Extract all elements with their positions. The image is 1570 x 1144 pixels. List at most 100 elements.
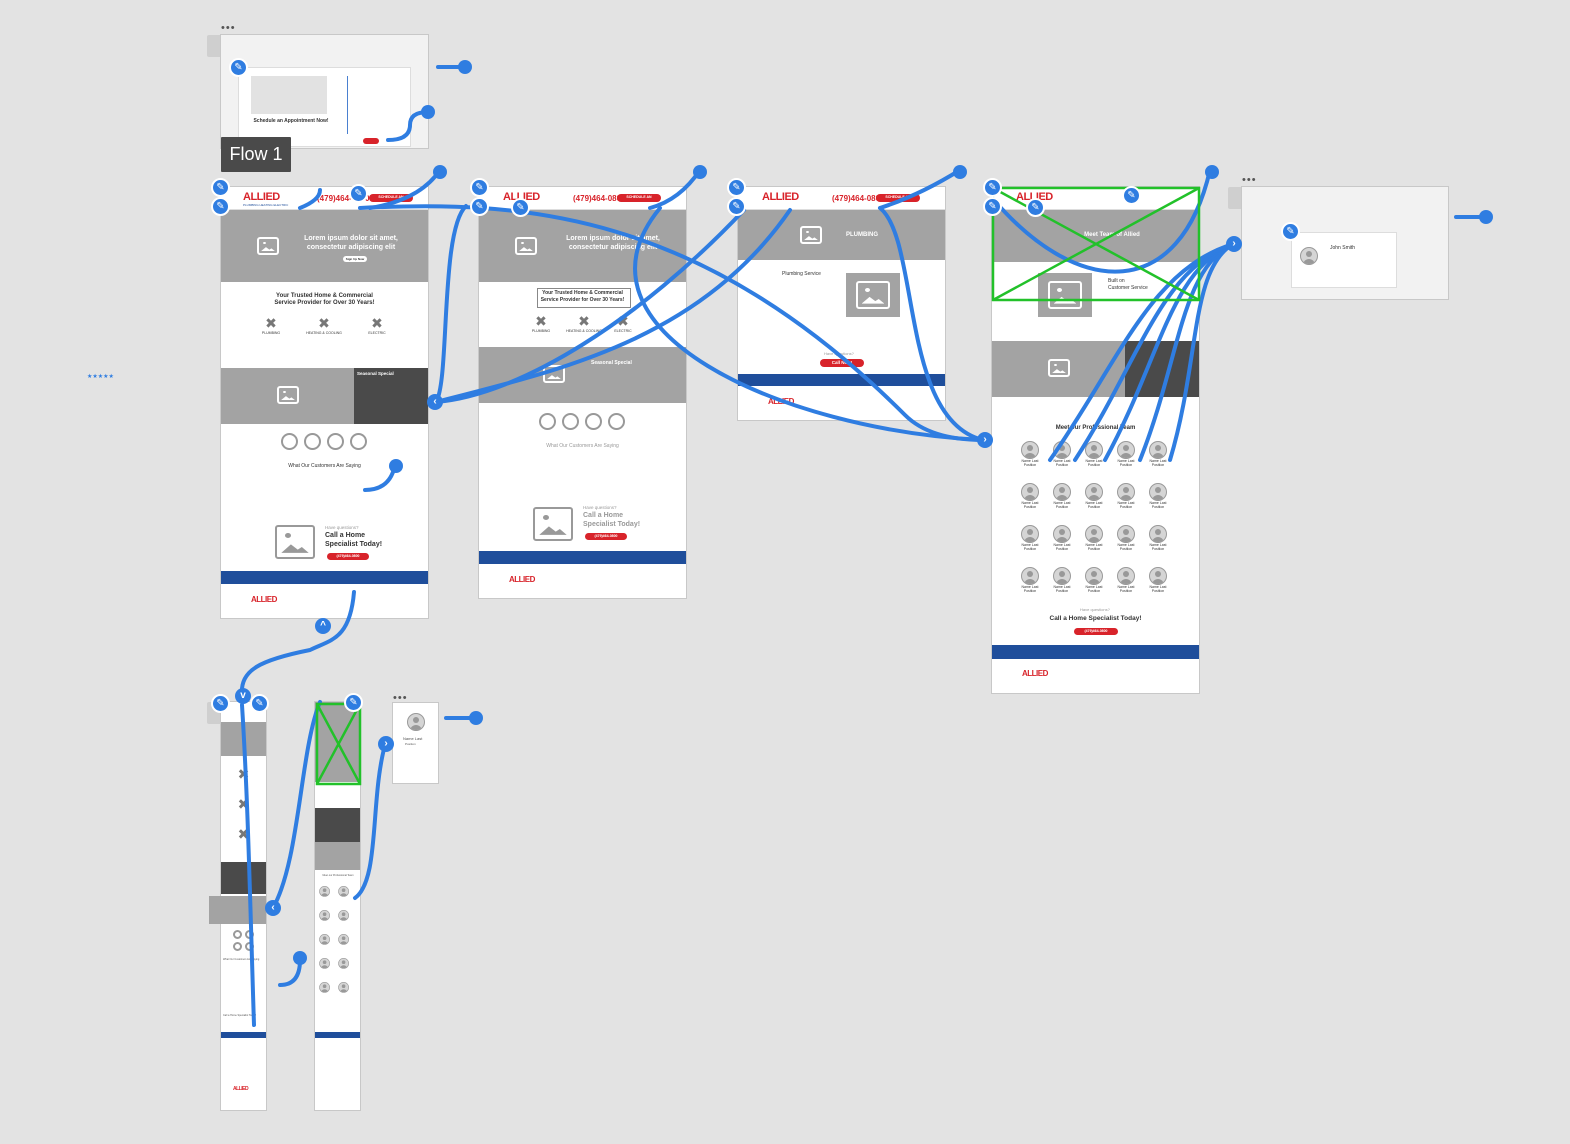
site-logo[interactable]: ALLIED [503,191,540,203]
team-member[interactable] [337,934,350,945]
footer-logo[interactable]: ALLIED [509,575,535,584]
link-arrow-right[interactable]: › [977,432,993,448]
artboard-menu-dots[interactable]: ••• [393,692,408,704]
footer-logo[interactable]: ALLIED [233,1086,249,1092]
carousel-dot[interactable] [233,942,242,951]
artboard-about-mobile[interactable]: Meet our Professional Team [315,702,360,1110]
artboard-home-variant[interactable]: ALLIED (479)464-0800 SCHEDULE AN APPOINT… [479,187,686,598]
team-member[interactable] [337,910,350,921]
schedule-button[interactable]: SCHEDULE AN APPOINTMENT [369,194,413,206]
call-now-button[interactable]: Call Now! [820,359,864,367]
artboard-home-mobile[interactable]: ✖ ✖ ✖ What Our Customers Are Saying Call… [209,702,266,1110]
carousel-dot[interactable] [245,930,254,939]
pin-icon[interactable]: ✎ [211,694,230,713]
pin-icon[interactable]: ✎ [344,693,363,712]
carousel-dot[interactable] [608,413,625,430]
hero-signup-button[interactable]: Sign Up Now [343,256,367,262]
pin-icon[interactable]: ✎ [727,197,746,216]
cta-phone-button[interactable]: (479)464-0800 [327,553,369,560]
team-member[interactable] [318,910,331,921]
pin-icon[interactable]: ✎ [470,197,489,216]
carousel-dot[interactable] [350,433,367,450]
header-phone[interactable]: (479)464-0800 [573,194,626,203]
pin-icon[interactable]: ✎ [229,58,248,77]
pin-icon[interactable]: ✎ [1026,198,1045,217]
cta-phone-button[interactable]: (479)464-0800 [585,533,627,540]
carousel-dot[interactable] [585,413,602,430]
pin-icon[interactable]: ✎ [470,178,489,197]
carousel-dot[interactable] [281,433,298,450]
pin-icon[interactable]: ✎ [1122,186,1141,205]
service-plumbing[interactable]: ✖PLUMBING [249,315,293,335]
service-heating[interactable]: ✖HEATING & COOLING [302,315,346,335]
pin-icon[interactable]: ✎ [250,694,269,713]
service-plumbing[interactable]: ✖PLUMBING [521,313,561,333]
link-arrow-up[interactable]: ^ [315,618,331,634]
link-arrow-right[interactable]: › [1226,236,1242,252]
artboard-about-team[interactable]: ALLIED Meet Team of Allied Built on Cust… [992,187,1199,693]
pin-icon[interactable]: ✎ [1281,222,1300,241]
cta-phone-button[interactable]: (479)464-0800 [1074,628,1118,635]
pin-icon[interactable]: ✎ [211,197,230,216]
service-electric[interactable]: ✖ELECTRIC [355,315,399,335]
carousel-dot[interactable] [562,413,579,430]
carousel-dot[interactable] [233,930,242,939]
popup-submit-button[interactable] [363,138,379,144]
link-arrow-down[interactable]: v [235,688,251,704]
carousel-dot[interactable] [304,433,321,450]
pin-icon[interactable]: ✎ [349,184,368,203]
header-phone[interactable]: (479)464-0800 [832,194,885,203]
carousel-dot[interactable] [245,942,254,951]
carousel-dot[interactable] [539,413,556,430]
schedule-button[interactable]: SCHEDULE AN APPOINTMENT [617,194,661,206]
artboard-menu-dots[interactable]: ••• [1242,174,1257,186]
artboard-popup-schedule[interactable]: Schedule an Appointment Now! [221,35,428,148]
link-arrow-right[interactable]: › [378,736,394,752]
link-arrow-left[interactable]: ‹ [265,900,281,916]
team-member[interactable] [318,982,331,993]
footer-logo[interactable]: ALLIED [768,397,794,406]
pin-icon[interactable]: ✎ [211,178,230,197]
flow-label[interactable]: Flow 1 [221,137,291,172]
team-member[interactable] [337,958,350,969]
artboard-menu-dots[interactable]: ••• [221,22,236,34]
artboard-bio-modal[interactable]: John Smith [1242,187,1448,299]
team-member[interactable] [337,886,350,897]
pin-icon[interactable]: ✎ [511,198,530,217]
team-member[interactable] [337,982,350,993]
artboard-plumbing[interactable]: ALLIED (479)464-0800 SCHEDULE AN APPOINT… [738,187,945,420]
header-phone[interactable]: (479)464-0800 [317,194,370,203]
footer-logo[interactable]: ALLIED [1022,669,1048,678]
link-arrow-left[interactable]: ‹ [427,394,443,410]
team-member[interactable] [318,958,331,969]
team-member[interactable] [318,934,331,945]
artboard-bio-mobile[interactable]: Name Last Position [393,703,438,783]
team-member[interactable] [318,886,331,897]
pin-icon[interactable]: ✎ [983,197,1002,216]
service-heating[interactable]: ✖HEATING & COOLING [564,313,604,333]
service-electric[interactable]: ✖ELECTRIC [603,313,643,333]
carousel-dot[interactable] [327,433,344,450]
